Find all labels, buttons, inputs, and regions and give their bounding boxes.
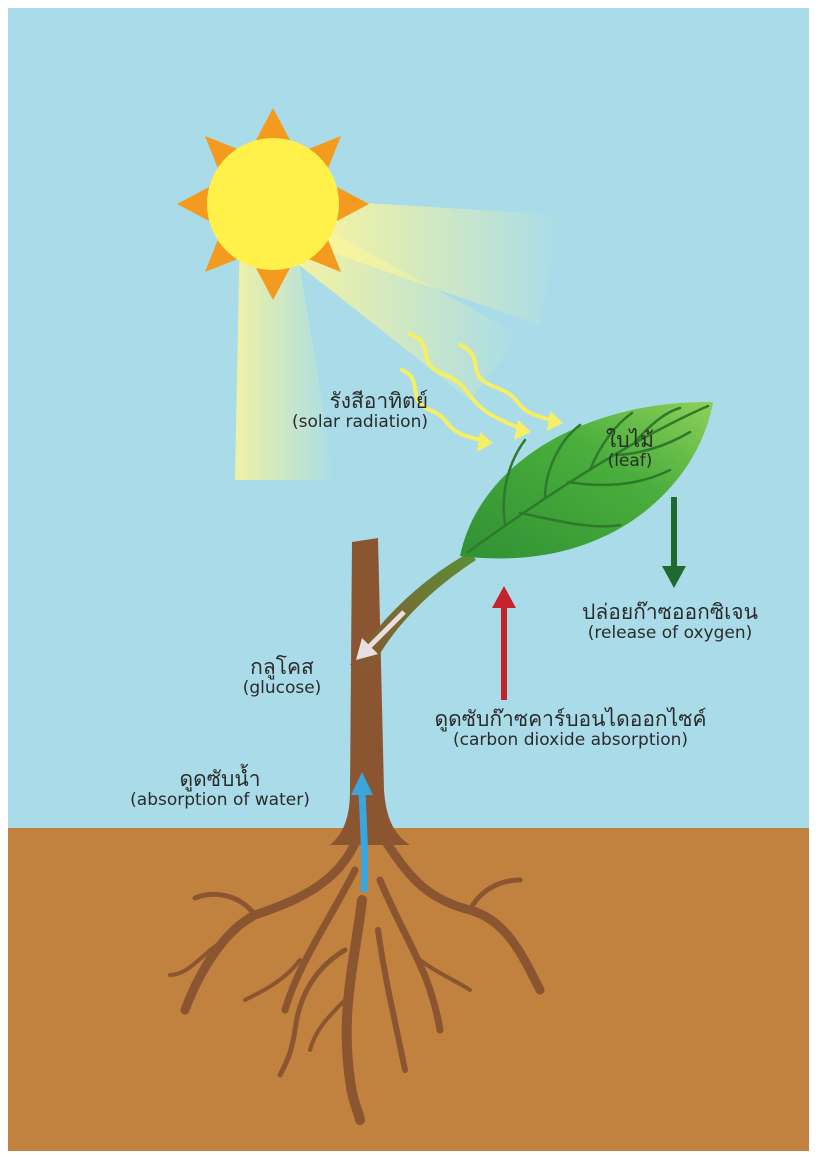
solar-label-english: (solar radiation) xyxy=(258,413,428,433)
glucose-label-thai: กลูโคส xyxy=(232,655,332,679)
water-label-thai: ดูดซับน้ำ xyxy=(100,767,340,791)
water-label: ดูดซับน้ำ (absorption of water) xyxy=(100,767,340,811)
glucose-label-english: (glucose) xyxy=(232,679,332,699)
water-label-english: (absorption of water) xyxy=(100,791,340,811)
co2-label-thai: ดูดซับก๊าซคาร์บอนไดออกไซค์ xyxy=(398,707,743,731)
sun-disc xyxy=(207,138,339,270)
oxygen-label-english: (release of oxygen) xyxy=(555,624,785,644)
sun-icon xyxy=(177,108,369,300)
leaf-label-thai: ใบไม้ xyxy=(585,428,675,452)
leaf-label-english: (leaf) xyxy=(585,452,675,472)
glucose-label: กลูโคส (glucose) xyxy=(232,655,332,699)
oxygen-label-thai: ปล่อยก๊าซออกซิเจน xyxy=(555,600,785,624)
co2-label-english: (carbon dioxide absorption) xyxy=(398,731,743,751)
co2-label: ดูดซับก๊าซคาร์บอนไดออกไซค์ (carbon dioxi… xyxy=(398,707,743,751)
leaf-label: ใบไม้ (leaf) xyxy=(585,428,675,472)
solar-radiation-label: รังสีอาทิตย์ (solar radiation) xyxy=(258,389,428,433)
solar-label-thai: รังสีอาทิตย์ xyxy=(258,389,428,413)
oxygen-label: ปล่อยก๊าซออกซิเจน (release of oxygen) xyxy=(555,600,785,644)
